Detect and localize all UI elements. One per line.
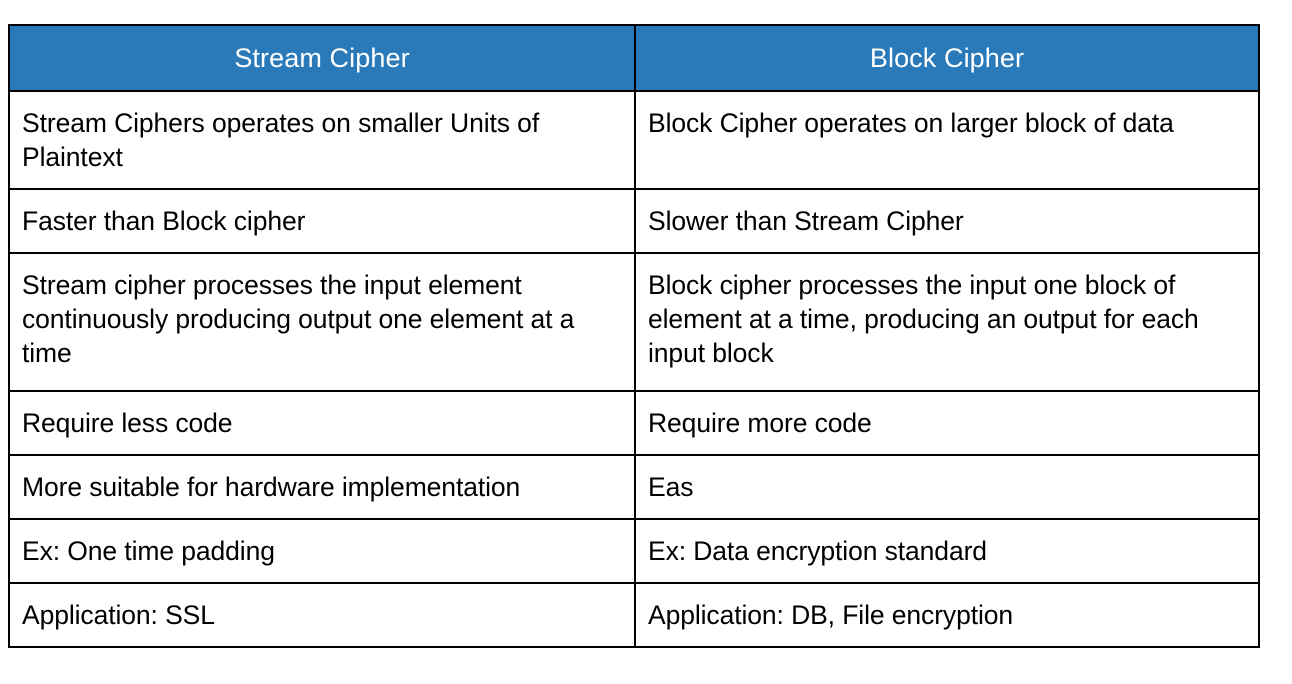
cipher-comparison-table: Stream Cipher Block Cipher Stream Cipher… xyxy=(8,24,1260,648)
table-row: Application: SSL Application: DB, File e… xyxy=(8,582,1260,648)
table-body: Stream Ciphers operates on smaller Units… xyxy=(8,90,1260,648)
cell-text: Application: DB, File encryption xyxy=(648,600,1014,630)
cell-text: Block cipher processes the input one blo… xyxy=(648,270,1199,368)
table-row: Stream Ciphers operates on smaller Units… xyxy=(8,90,1260,190)
cell-block-cipher: Eas xyxy=(634,454,1260,520)
cell-text: Require more code xyxy=(648,408,872,438)
cell-block-cipher: Ex: Data encryption standard xyxy=(634,518,1260,584)
cell-text: Require less code xyxy=(22,408,233,438)
column-header-block-cipher: Block Cipher xyxy=(634,24,1260,92)
cell-block-cipher: Require more code xyxy=(634,390,1260,456)
cell-text: Faster than Block cipher xyxy=(22,206,306,236)
cell-text: Stream Ciphers operates on smaller Units… xyxy=(22,108,540,172)
cell-text: Ex: Data encryption standard xyxy=(648,536,987,566)
table-row: More suitable for hardware implementatio… xyxy=(8,454,1260,520)
cell-text: Ex: One time padding xyxy=(22,536,275,566)
cell-text: Stream cipher processes the input elemen… xyxy=(22,270,575,368)
table-row: Require less code Require more code xyxy=(8,390,1260,456)
table-row: Ex: One time padding Ex: Data encryption… xyxy=(8,518,1260,584)
cell-stream-cipher: Stream Ciphers operates on smaller Units… xyxy=(8,90,636,190)
cell-block-cipher: Slower than Stream Cipher xyxy=(634,188,1260,254)
table-row: Faster than Block cipher Slower than Str… xyxy=(8,188,1260,254)
cell-stream-cipher: Stream cipher processes the input elemen… xyxy=(8,252,636,392)
header-row: Stream Cipher Block Cipher xyxy=(8,24,1260,92)
cell-text: Slower than Stream Cipher xyxy=(648,206,964,236)
cell-text: Application: SSL xyxy=(22,600,215,630)
column-header-stream-cipher: Stream Cipher xyxy=(8,24,636,92)
cell-block-cipher: Block Cipher operates on larger block of… xyxy=(634,90,1260,190)
cell-text: Block Cipher operates on larger block of… xyxy=(648,108,1174,138)
cell-stream-cipher: More suitable for hardware implementatio… xyxy=(8,454,636,520)
table-row: Stream cipher processes the input elemen… xyxy=(8,252,1260,392)
cell-stream-cipher: Faster than Block cipher xyxy=(8,188,636,254)
cell-text: More suitable for hardware implementatio… xyxy=(22,472,521,502)
table-header: Stream Cipher Block Cipher xyxy=(8,24,1260,92)
cell-block-cipher: Block cipher processes the input one blo… xyxy=(634,252,1260,392)
cell-stream-cipher: Application: SSL xyxy=(8,582,636,648)
cell-stream-cipher: Ex: One time padding xyxy=(8,518,636,584)
cell-text: Eas xyxy=(648,472,694,502)
cell-block-cipher: Application: DB, File encryption xyxy=(634,582,1260,648)
cell-stream-cipher: Require less code xyxy=(8,390,636,456)
